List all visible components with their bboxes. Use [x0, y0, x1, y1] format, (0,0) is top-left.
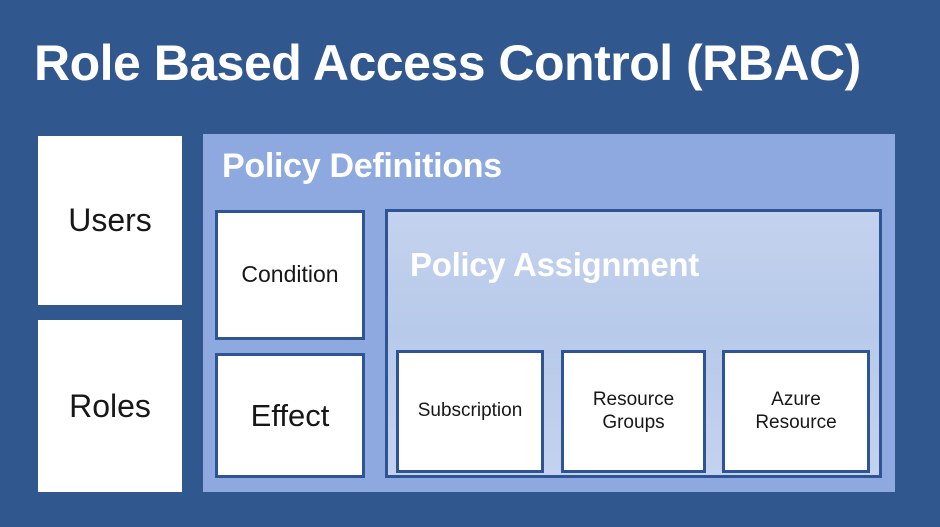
panel-policy-definitions-heading: Policy Definitions: [222, 147, 502, 185]
card-users[interactable]: Users: [38, 136, 182, 305]
card-azure-resource[interactable]: Azure Resource: [722, 350, 870, 473]
card-resource-groups[interactable]: Resource Groups: [561, 350, 706, 473]
card-condition-label: Condition: [241, 261, 339, 288]
panel-policy-assignment-heading: Policy Assignment: [410, 246, 699, 283]
card-roles-label: Roles: [69, 387, 151, 424]
card-azure-resource-label: Azure Resource: [755, 388, 837, 433]
page-title: Role Based Access Control (RBAC): [34, 35, 861, 91]
card-condition[interactable]: Condition: [215, 210, 365, 340]
card-effect-label: Effect: [250, 397, 330, 433]
card-subscription-label: Subscription: [417, 400, 523, 422]
card-roles[interactable]: Roles: [38, 320, 182, 492]
card-subscription[interactable]: Subscription: [396, 350, 544, 473]
card-resource-groups-label: Resource Groups: [592, 388, 675, 433]
card-users-label: Users: [68, 202, 152, 239]
card-effect[interactable]: Effect: [215, 353, 365, 478]
